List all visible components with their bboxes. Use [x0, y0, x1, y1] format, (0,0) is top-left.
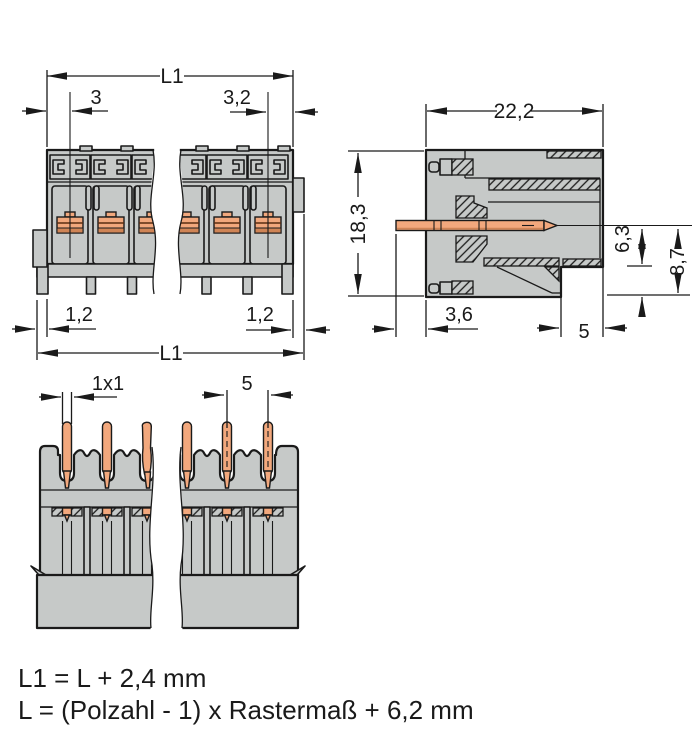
- carrier-lower: [455, 235, 488, 263]
- dim-pin-axis-to-base: 8,7: [667, 248, 689, 276]
- dim-pin-axis-to-flange: 6,3: [612, 225, 634, 253]
- solder-pins: [61, 421, 274, 489]
- dim-recess-depth: 5: [578, 321, 589, 343]
- latch-detail-top: [428, 158, 474, 176]
- dim-edge-right: 1,2: [246, 304, 274, 326]
- side-view: 22,2 18,3 6,3 8,7 3,6 5: [347, 100, 692, 343]
- dim-l1-top: L1: [160, 65, 183, 88]
- front-view: L1 3 3,2 1,2 1,2 L1: [12, 65, 330, 365]
- formula-l: L = (Polzahl - 1) x Rastermaß + 6,2 mm: [18, 695, 474, 725]
- dim-pin-cross-section: 1x1: [92, 373, 124, 395]
- hatch-recess: [562, 258, 602, 267]
- coding-windows: [49, 154, 156, 180]
- break-line: [179, 446, 184, 629]
- flange: [179, 573, 300, 630]
- coding-windows: [178, 154, 289, 180]
- flange: [35, 573, 154, 630]
- break-line: [149, 446, 154, 629]
- pin-view: 1x1 5: [30, 373, 306, 630]
- side-view-dimensions: 22,2 18,3 6,3 8,7 3,6 5: [347, 100, 690, 343]
- bent-pin: [141, 421, 153, 475]
- dim-pin-pitch: 5: [241, 373, 252, 395]
- break-line: [150, 149, 157, 295]
- formula-l1: L1 = L + 2,4 mm: [18, 663, 206, 693]
- dim-pin-protrusion: 3,6: [445, 304, 473, 326]
- contact-window-details: [179, 507, 284, 523]
- break-line: [177, 149, 184, 295]
- contact-window-details: [51, 507, 154, 523]
- hatch-cavity-bottom: [483, 257, 560, 267]
- latch-detail-bottom: [428, 280, 474, 295]
- pin-view-left-piece: [30, 444, 154, 630]
- dim-edge-left: 1,2: [65, 304, 93, 326]
- pin-view-right-piece: [179, 444, 306, 630]
- clamp-contacts: [178, 211, 282, 234]
- clamp-contacts: [56, 211, 156, 234]
- dim-l1-bottom: L1: [159, 342, 182, 365]
- latch-left: [32, 229, 48, 268]
- dim-depth: 22,2: [494, 100, 535, 123]
- front-view-dimensions: L1 3 3,2 1,2 1,2 L1: [12, 65, 330, 365]
- latch-right: [292, 177, 305, 213]
- front-view-right-piece: [178, 145, 305, 295]
- hatch-cavity-top: [488, 178, 601, 191]
- dim-height: 18,3: [347, 204, 370, 245]
- dim-pole-offset-last: 3,2: [223, 87, 251, 109]
- formula-block: L1 = L + 2,4 mm L = (Polzahl - 1) x Rast…: [18, 663, 474, 725]
- solder-pin-side: [395, 219, 559, 232]
- dim-pole-offset-first: 3: [90, 87, 101, 109]
- hatch-top: [546, 150, 602, 159]
- carrier-upper: [455, 195, 488, 219]
- pin-view-dimensions: 1x1 5: [39, 373, 293, 428]
